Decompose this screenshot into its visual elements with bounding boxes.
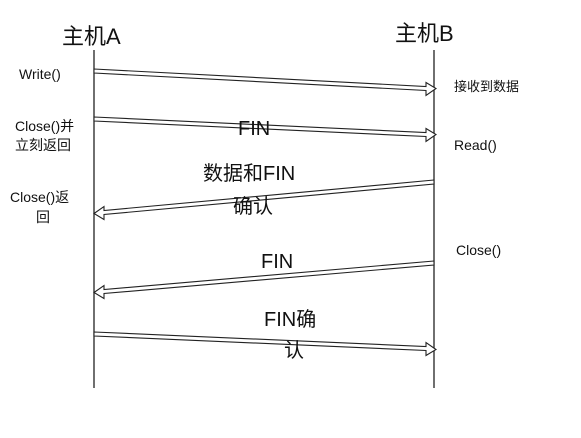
message-fin-ack-line1: FIN确: [264, 309, 317, 331]
note-read: Read(): [454, 137, 497, 153]
arrow-fin-b-to-a: [92, 260, 435, 300]
note-close-return-line1: Close()返: [10, 189, 70, 205]
message-fin-2: FIN: [261, 251, 294, 273]
note-close-return-line2: 回: [36, 209, 50, 225]
message-fin-1: FIN: [238, 118, 271, 140]
host-a-title: 主机A: [62, 24, 121, 49]
note-close-line2: 立刻返回: [15, 137, 71, 153]
arrow-fin-ack-a-to-b: [93, 331, 438, 357]
arrow-data-fin-ack-b-to-a: [92, 179, 435, 221]
host-b-title: 主机B: [395, 21, 454, 46]
note-close-line1: Close()并: [15, 118, 75, 134]
message-data-fin-line1: 数据和FIN: [203, 163, 296, 185]
arrow-write-a-to-b: [93, 68, 438, 97]
note-receive-data: 接收到数据: [454, 79, 520, 94]
note-close-b: Close(): [456, 242, 502, 258]
message-data-fin-line2: 确认: [233, 196, 273, 218]
note-write: Write(): [19, 66, 61, 82]
message-fin-ack-line2: 认: [284, 340, 304, 362]
arrow-fin-a-to-b: [93, 116, 438, 143]
